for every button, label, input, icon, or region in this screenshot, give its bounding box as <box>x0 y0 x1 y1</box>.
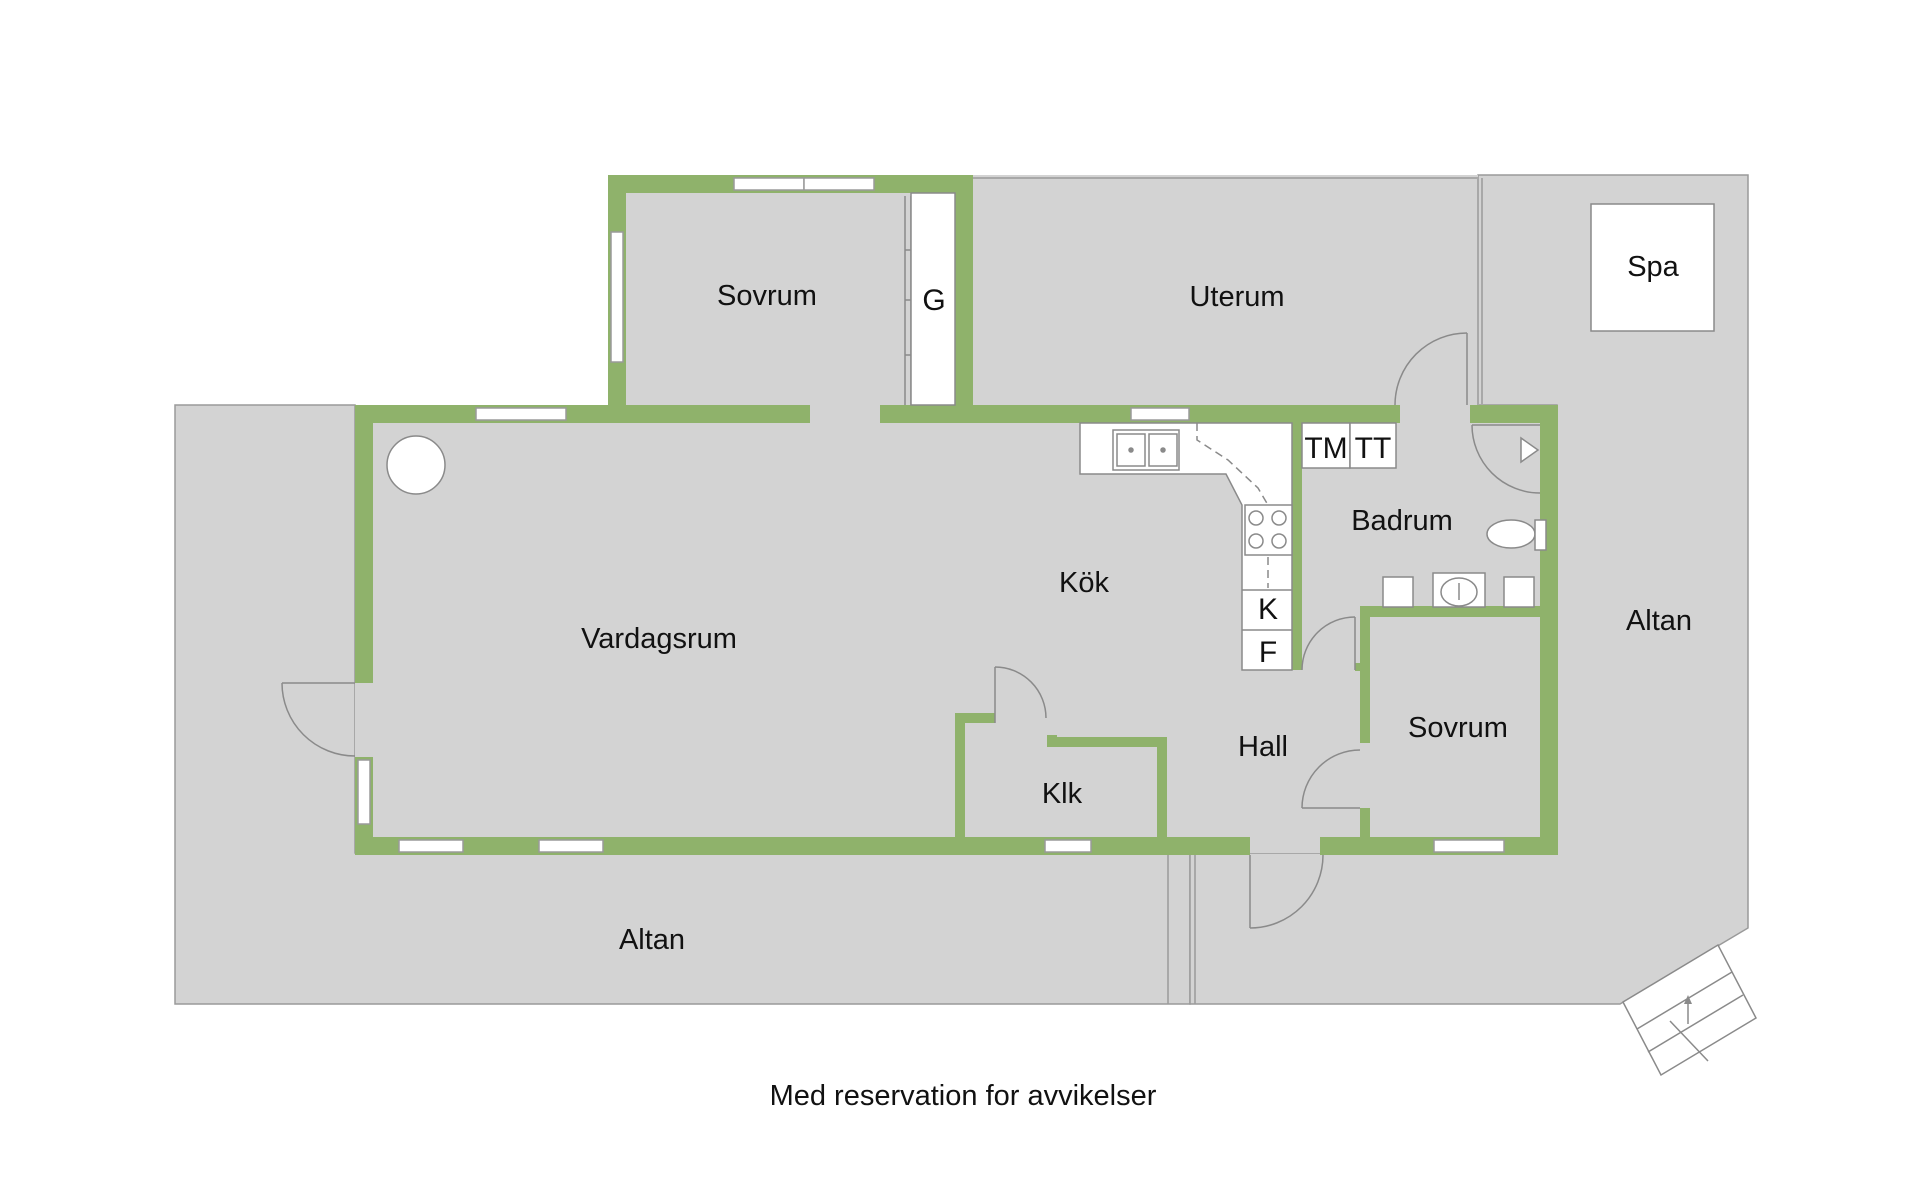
room-label-spa: Spa <box>1627 251 1679 283</box>
room-label-sovrum-top: Sovrum <box>717 280 817 312</box>
room-label-badrum: Badrum <box>1351 505 1453 537</box>
spa-tub <box>1590 203 1715 332</box>
room-label-uterum: Uterum <box>1189 281 1284 313</box>
room-label-hall: Hall <box>1238 731 1288 763</box>
room-label-vardagsrum: Vardagsrum <box>581 623 737 655</box>
label-tm: TM <box>1304 432 1347 465</box>
label-tt: TT <box>1355 432 1392 465</box>
bathroom-fixtures <box>1301 422 1547 608</box>
room-label-klk: Klk <box>1042 778 1083 810</box>
room-label-garderob: G <box>922 284 945 317</box>
room-label-kok: Kök <box>1059 567 1109 599</box>
windows <box>357 177 1505 853</box>
disclaimer-text: Med reservation for avvikelser <box>770 1080 1157 1112</box>
fireplace <box>386 435 446 495</box>
room-label-altan-right: Altan <box>1626 605 1692 637</box>
wardrobe <box>910 192 956 406</box>
uterum-glass-walls <box>973 177 1483 405</box>
room-label-altan-bottom: Altan <box>619 924 685 956</box>
label-kyl: K <box>1258 593 1278 626</box>
room-label-sovrum-right: Sovrum <box>1408 712 1508 744</box>
kitchen-counter <box>1079 422 1293 671</box>
label-frys: F <box>1259 636 1277 669</box>
stairs <box>1622 943 1757 1077</box>
